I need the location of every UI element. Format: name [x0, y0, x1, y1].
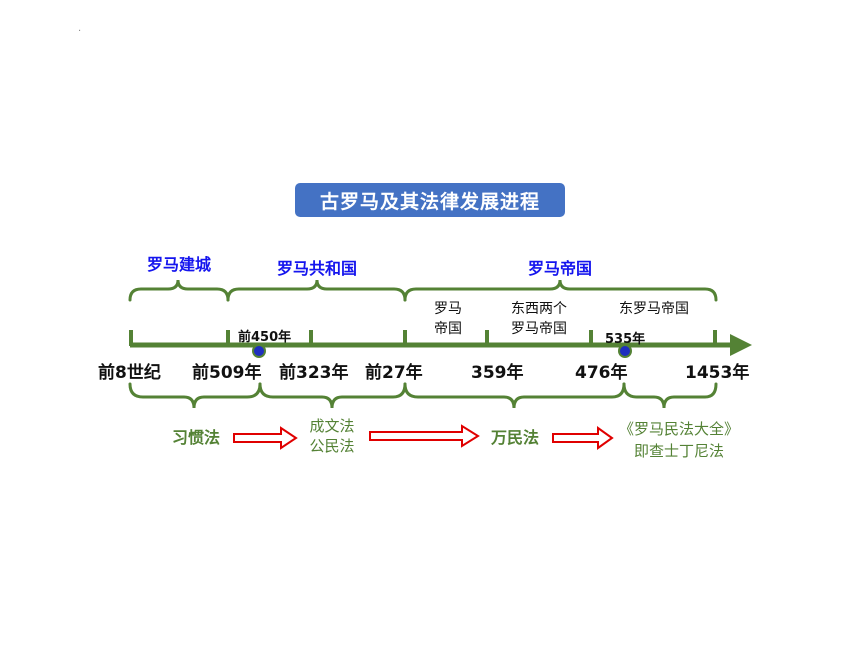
period-empire: 罗马帝国 [527, 259, 592, 278]
law-arrows [233, 424, 614, 450]
year-label: 前8世纪 [98, 363, 161, 383]
brace-empire [403, 279, 718, 302]
law-customary: 习惯法 [171, 428, 220, 447]
year-label: 前323年 [279, 363, 349, 383]
year-label: 前27年 [365, 363, 423, 383]
year-label: 1453年 [685, 363, 750, 383]
law-written: 成文法 公民法 [309, 417, 355, 455]
year-label: 前509年 [192, 363, 262, 383]
lower-braces [128, 382, 718, 409]
arrow-customary-to-written [233, 426, 298, 450]
timeline-ticks [129, 330, 717, 346]
arrow-written-to-gentium [369, 424, 480, 448]
event-label-535: 535年 [605, 332, 646, 347]
brace-written [258, 382, 407, 409]
label-roman-empire: 罗马 帝国 [434, 301, 462, 337]
diagram-title: 古罗马及其法律发展进程 [295, 183, 565, 217]
brace-corpus [622, 382, 718, 409]
year-label: 359年 [471, 363, 524, 383]
label-two-empires: 东西两个 罗马帝国 [511, 301, 567, 337]
period-founding: 罗马建城 [146, 255, 211, 274]
year-label: 476年 [575, 363, 628, 383]
timeline-arrowhead [730, 334, 752, 356]
brace-customary [128, 382, 262, 409]
corner-dot: · [78, 26, 82, 37]
brace-founding [128, 279, 230, 302]
arrow-gentium-to-corpus [552, 426, 614, 450]
event-dot-535 [618, 344, 632, 358]
event-label-450: 前450年 [238, 330, 292, 345]
event-dot-450 [252, 344, 266, 358]
brace-gentium [403, 382, 626, 409]
label-eastern-empire: 东罗马帝国 [619, 301, 689, 317]
law-corpus: 《罗马民法大全》 即查士丁尼法 [618, 420, 739, 460]
period-republic: 罗马共和国 [276, 259, 357, 278]
upper-braces [128, 279, 718, 302]
law-gentium: 万民法 [490, 428, 539, 447]
brace-republic [226, 279, 407, 302]
